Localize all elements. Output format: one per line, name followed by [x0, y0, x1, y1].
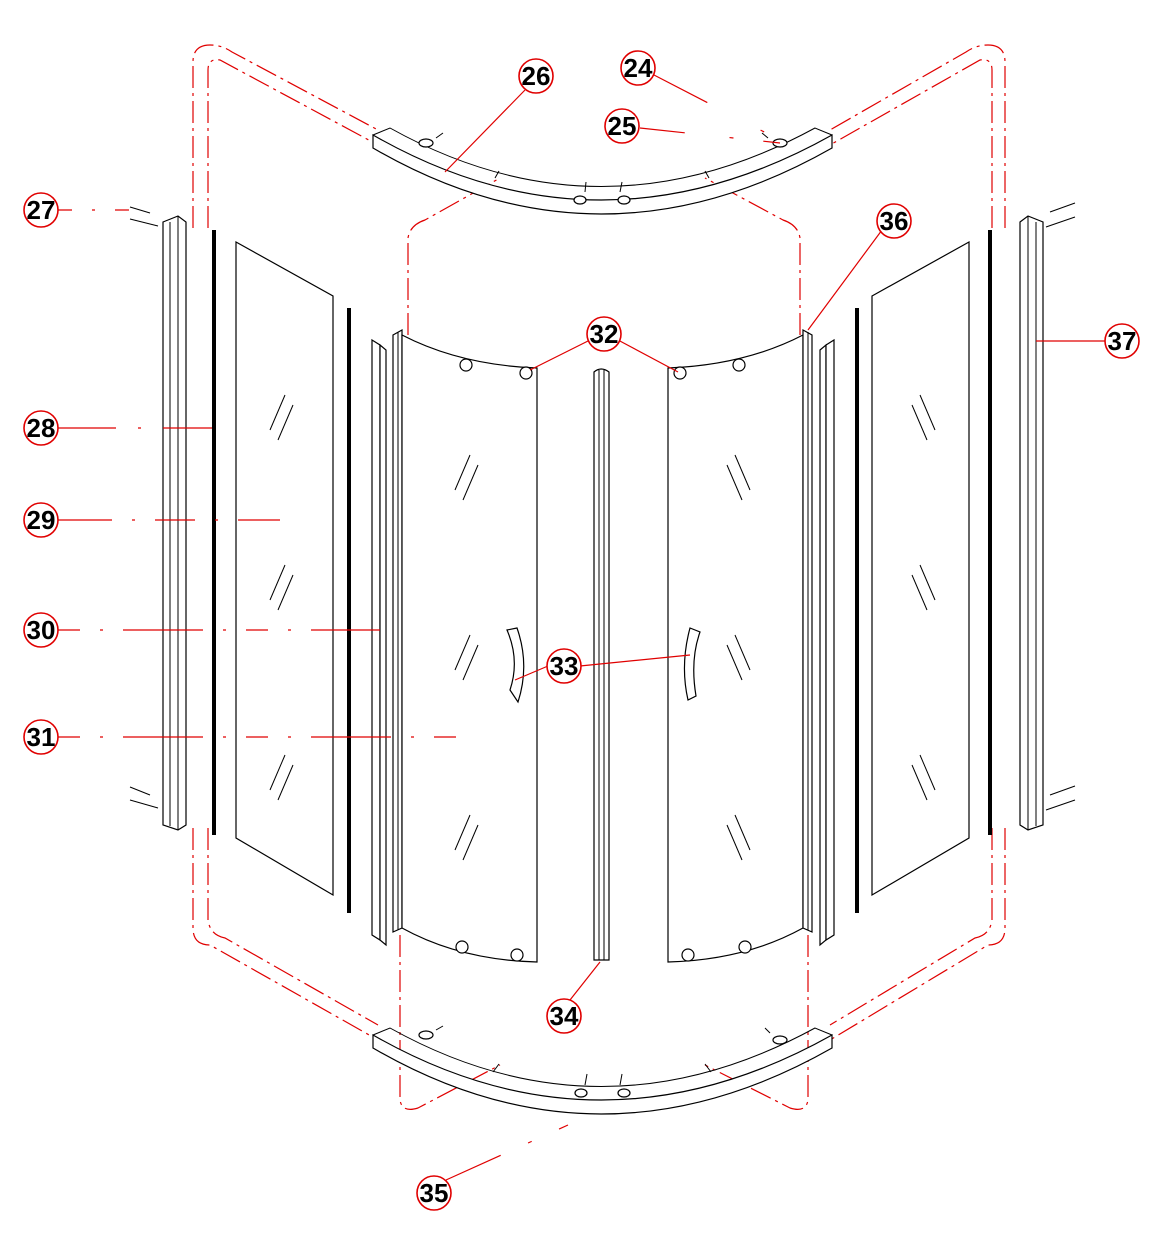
- callout-30-label: 30: [27, 615, 56, 645]
- callout-37-label: 37: [1108, 326, 1137, 356]
- top-curved-rail: [372, 127, 833, 215]
- right-door-roller-top-1: [673, 366, 687, 380]
- top-rail-bracket-left: [418, 138, 434, 148]
- bottom-roller-left: [574, 1088, 588, 1098]
- callout-29: 29: [23, 502, 59, 538]
- left-door-roller-top-2: [519, 366, 533, 380]
- assembly-guides: [192, 44, 1006, 1110]
- callout-27: 27: [23, 192, 59, 228]
- left-door-handle: [506, 627, 525, 704]
- callout-26: 26: [518, 58, 554, 94]
- right-curved-door: [667, 334, 804, 963]
- left-door-roller-top-1: [459, 358, 473, 372]
- left-door-roller-bottom-2: [510, 948, 524, 962]
- leader-25: [639, 127, 781, 144]
- left-fixed-glass: [235, 240, 334, 897]
- guide-bottom-left-inner: [207, 828, 379, 1026]
- callout-24: 24: [620, 50, 656, 86]
- guide-bottom-right-inner: [829, 828, 993, 1026]
- callout-31: 31: [23, 719, 59, 755]
- leader-lines: [58, 74, 1106, 1181]
- left-curved-door: [401, 334, 538, 963]
- fixing-screws: [129, 202, 1076, 811]
- guide-bottom-right: [829, 828, 1006, 1041]
- callout-32: 32: [586, 316, 622, 352]
- guide-top-right-inner: [829, 59, 993, 228]
- callout-35: 35: [416, 1175, 452, 1211]
- top-roller-left: [573, 195, 587, 205]
- bottom-roller-right: [617, 1088, 631, 1098]
- callout-36: 36: [876, 203, 912, 239]
- left-seal-strip-2: [347, 308, 351, 913]
- leader-33-left: [514, 665, 549, 681]
- leader-26: [444, 89, 526, 173]
- right-fixed-glass: [871, 240, 970, 897]
- guide-bottom-left: [192, 828, 379, 1041]
- guide-bottom-center-right: [704, 935, 809, 1110]
- top-roller-right: [617, 195, 631, 205]
- callout-35-label: 35: [420, 1178, 449, 1208]
- leader-36: [807, 229, 883, 331]
- bottom-rail-bracket-right: [772, 1035, 788, 1045]
- left-door-roller-bottom-1: [455, 940, 469, 954]
- callout-30: 30: [23, 612, 59, 648]
- right-door-roller-bottom-1: [681, 948, 695, 962]
- callout-33-label: 33: [550, 651, 579, 681]
- callout-24-label: 24: [624, 53, 653, 83]
- callout-25-label: 25: [608, 111, 637, 141]
- leader-33-right: [579, 654, 691, 667]
- guide-bottom-center-left: [399, 935, 501, 1110]
- callout-33: 33: [546, 648, 582, 684]
- leader-35: [445, 1124, 569, 1181]
- guide-top-left: [192, 44, 379, 228]
- leader-24: [653, 74, 771, 136]
- callout-28: 28: [23, 410, 59, 446]
- guide-top-right: [829, 44, 1006, 228]
- callout-34-label: 34: [550, 1001, 579, 1031]
- right-door-handle: [683, 627, 701, 701]
- callout-31-label: 31: [27, 722, 56, 752]
- left-seal-strip: [212, 230, 216, 835]
- callout-25: 25: [604, 108, 640, 144]
- left-door-profile: [371, 328, 403, 947]
- callout-29-label: 29: [27, 505, 56, 535]
- center-magnet-strip: [593, 368, 610, 961]
- callout-32-label: 32: [590, 319, 619, 349]
- callout-27-label: 27: [27, 195, 56, 225]
- bottom-curved-rail: [372, 1025, 833, 1115]
- right-wall-profile: [1019, 215, 1044, 831]
- callout-26-label: 26: [522, 61, 551, 91]
- guide-top-left-inner: [207, 59, 379, 228]
- right-seal-strip-2: [855, 308, 859, 913]
- callout-36-label: 36: [880, 206, 909, 236]
- left-wall-profile: [162, 215, 187, 831]
- callout-34: 34: [546, 998, 582, 1034]
- right-seal-strip: [988, 230, 992, 835]
- guide-top-center-right: [704, 177, 801, 335]
- right-door-profile: [802, 328, 835, 947]
- bottom-rail-bracket-left: [418, 1030, 434, 1040]
- callout-37: 37: [1104, 323, 1140, 359]
- guide-top-center-left: [407, 177, 501, 335]
- leader-32-right: [617, 339, 679, 373]
- leader-34: [569, 961, 601, 1001]
- right-door-roller-top-2: [732, 358, 746, 372]
- leader-32-left: [529, 339, 591, 371]
- callout-28-label: 28: [27, 413, 56, 443]
- right-door-roller-bottom-2: [738, 940, 752, 954]
